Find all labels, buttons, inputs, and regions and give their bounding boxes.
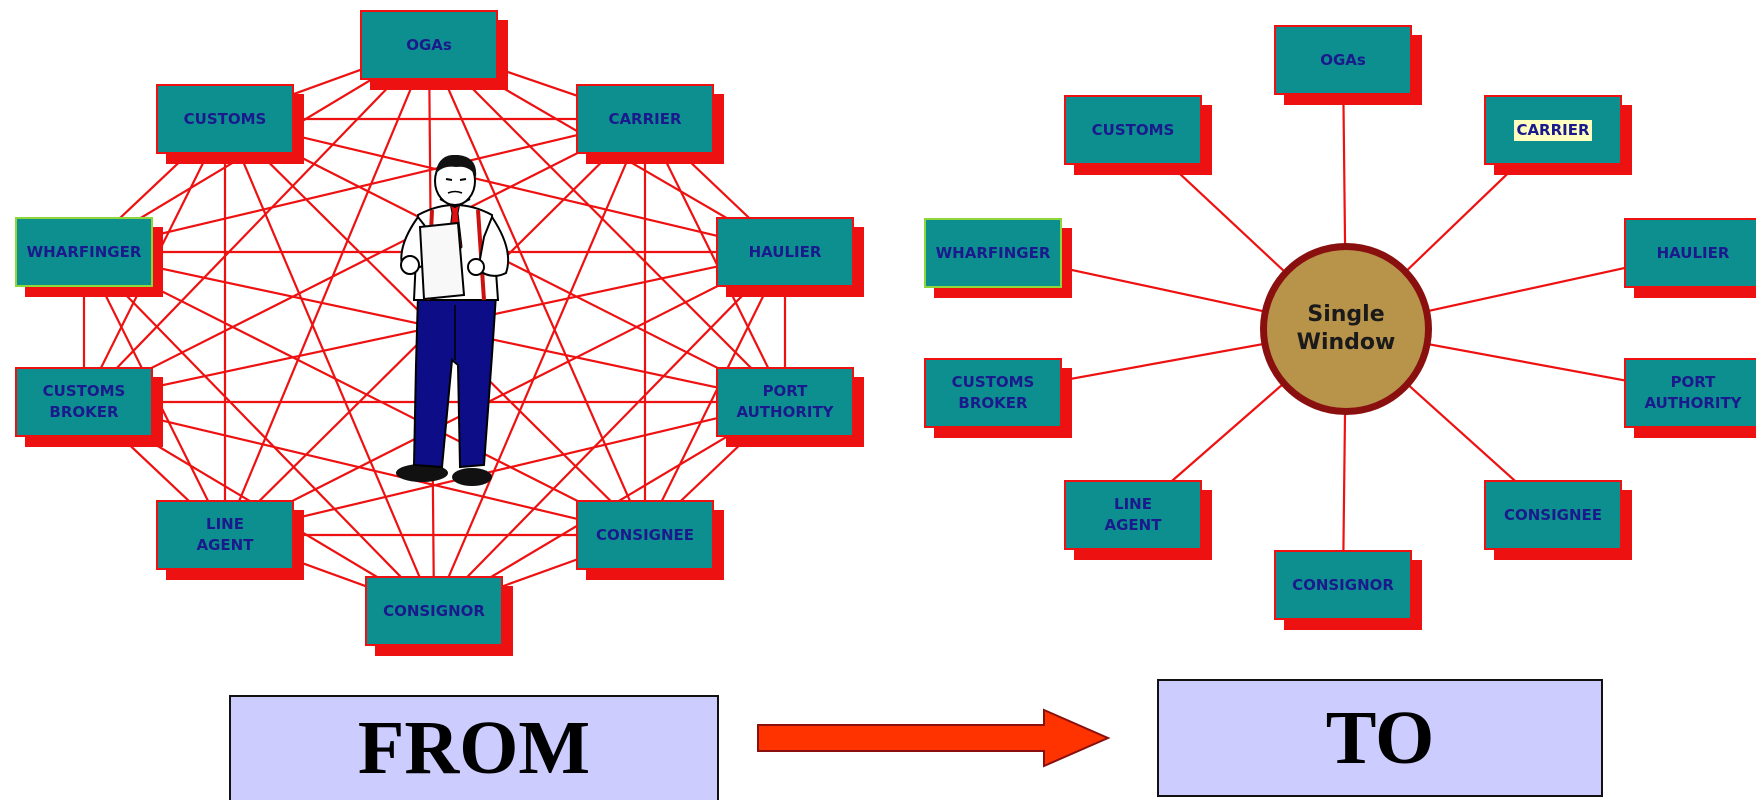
from-connector-line: [223, 118, 436, 612]
from-connector-line: [644, 251, 786, 536]
from-node-ogas: OGAs: [360, 10, 508, 90]
from-node-consignee: CONSIGNEE: [576, 500, 724, 580]
to-node-carrier: CARRIER: [1484, 95, 1632, 175]
from-connector-line: [83, 251, 646, 536]
to-node-consignor: CONSIGNOR: [1274, 550, 1422, 630]
to-node-label: CONSIGNEE: [1503, 505, 1603, 524]
from-connector-line: [224, 251, 786, 536]
from-connector-line: [223, 44, 431, 536]
businessman-illustration: [396, 155, 510, 486]
from-connector-line: [83, 400, 646, 537]
from-node-label: LINE AGENT: [196, 515, 254, 554]
from-caption-panel: FROM: [229, 695, 719, 800]
from-connector-line: [83, 44, 430, 403]
from-node-line-agent: LINE AGENT: [156, 500, 304, 580]
right-arrow-icon: [757, 708, 1111, 768]
from-node-carrier: CARRIER: [576, 84, 724, 164]
to-node-label: PORT AUTHORITY: [1644, 373, 1742, 412]
to-node-label: CUSTOMS BROKER: [951, 373, 1035, 412]
to-node-label: WHARFINGER: [935, 243, 1051, 262]
from-connector-line: [224, 400, 786, 537]
from-caption: FROM: [357, 706, 591, 790]
from-connector-line: [83, 251, 435, 612]
from-node-label: HAULIER: [748, 242, 822, 261]
from-connector-line: [433, 251, 786, 612]
from-connector-line: [644, 118, 786, 403]
from-connector-line: [83, 117, 646, 254]
from-node-customs: CUSTOMS: [156, 84, 304, 164]
from-node-label: OGAs: [406, 35, 452, 54]
from-connector-line: [432, 118, 647, 612]
from-node-haulier: HAULIER: [716, 217, 864, 297]
to-node-wharfinger: WHARFINGER: [924, 218, 1072, 298]
from-node-label: CONSIGNEE: [595, 525, 695, 544]
to-node-ogas: OGAs: [1274, 25, 1422, 105]
single-window-hub: Single Window: [1260, 243, 1432, 415]
from-node-customs-broker: CUSTOMS BROKER: [15, 367, 163, 447]
from-node-consignor: CONSIGNOR: [365, 576, 513, 656]
to-node-label: CONSIGNOR: [1292, 575, 1394, 594]
to-node-customs: CUSTOMS: [1064, 95, 1212, 175]
from-node-label: PORT AUTHORITY: [736, 382, 834, 421]
from-node-label: CUSTOMS BROKER: [42, 382, 126, 421]
to-node-label: LINE AGENT: [1104, 495, 1162, 534]
from-node-label: CARRIER: [608, 109, 682, 128]
from-node-wharfinger: WHARFINGER: [15, 217, 163, 297]
to-node-haulier: HAULIER: [1624, 218, 1756, 298]
to-node-customs-broker: CUSTOMS BROKER: [924, 358, 1072, 438]
from-connector-line: [428, 44, 786, 403]
from-connector-line: [427, 44, 647, 536]
from-connector-line: [83, 118, 646, 403]
to-node-label: HAULIER: [1656, 243, 1730, 262]
to-node-label: OGAs: [1320, 50, 1366, 69]
to-node-label: CARRIER: [1514, 119, 1592, 141]
to-node-label: CUSTOMS: [1091, 120, 1175, 139]
from-node-label: WHARFINGER: [26, 242, 142, 261]
from-node-label: CUSTOMS: [183, 109, 267, 128]
from-connector-line: [224, 117, 786, 254]
to-caption-panel: TO: [1157, 679, 1603, 797]
to-node-consignee: CONSIGNEE: [1484, 480, 1632, 560]
from-node-port-authority: PORT AUTHORITY: [716, 367, 864, 447]
to-node-line-agent: LINE AGENT: [1064, 480, 1212, 560]
to-node-port-authority: PORT AUTHORITY: [1624, 358, 1756, 438]
from-node-label: CONSIGNOR: [383, 601, 485, 620]
to-caption: TO: [1325, 695, 1435, 780]
